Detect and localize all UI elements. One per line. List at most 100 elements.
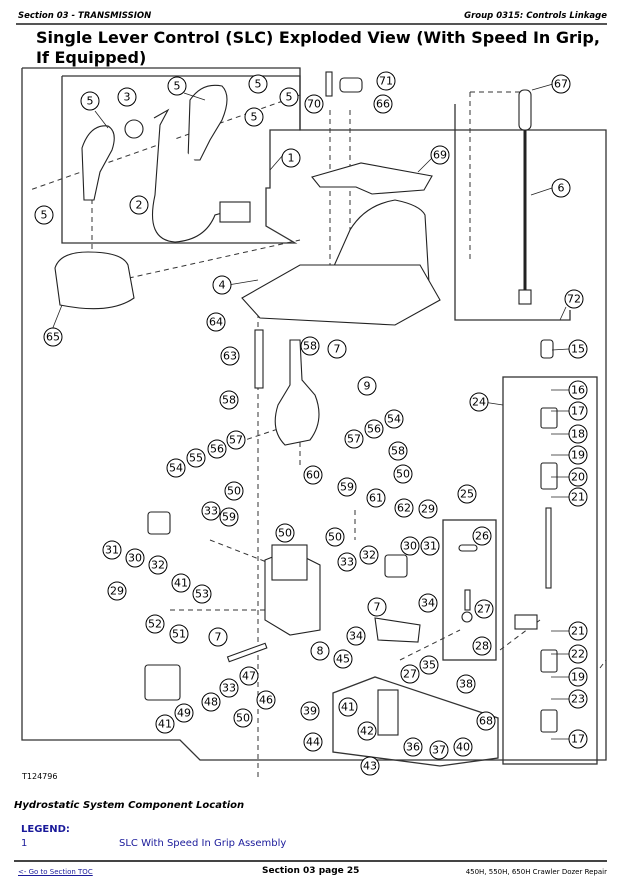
svg-text:40: 40: [456, 741, 470, 754]
callout-46: 46: [256, 690, 276, 710]
callout-16: 16: [568, 380, 588, 400]
svg-text:29: 29: [421, 503, 435, 516]
svg-text:64: 64: [209, 316, 223, 329]
callout-5: 5: [167, 76, 187, 96]
svg-text:50: 50: [278, 527, 292, 540]
svg-text:61: 61: [369, 492, 383, 505]
callout-70: 70: [304, 94, 324, 114]
svg-text:24: 24: [472, 396, 486, 409]
callout-5: 5: [244, 107, 264, 127]
callout-43: 43: [360, 756, 380, 776]
svg-text:2: 2: [136, 199, 143, 212]
svg-text:50: 50: [227, 485, 241, 498]
cable-box: [454, 104, 571, 321]
callout-58: 58: [300, 336, 320, 356]
callout-54: 54: [384, 409, 404, 429]
callout-20: 20: [568, 467, 588, 487]
svg-text:30: 30: [128, 552, 142, 565]
svg-text:52: 52: [148, 618, 162, 631]
callout-35: 35: [419, 655, 439, 675]
callout-9: 9: [357, 376, 377, 396]
svg-text:59: 59: [222, 511, 236, 524]
callout-39: 39: [300, 701, 320, 721]
svg-text:41: 41: [158, 718, 172, 731]
callout-19: 19: [568, 445, 588, 465]
button-part: [124, 119, 144, 139]
svg-text:21: 21: [571, 625, 585, 638]
svg-text:20: 20: [571, 471, 585, 484]
svg-text:9: 9: [364, 380, 371, 393]
grip-shell: [187, 84, 228, 161]
svg-text:54: 54: [387, 413, 401, 426]
callout-7: 7: [327, 339, 347, 359]
svg-text:17: 17: [571, 733, 585, 746]
callout-58: 58: [388, 441, 408, 461]
svg-text:67: 67: [554, 78, 568, 91]
svg-text:34: 34: [349, 630, 363, 643]
go-to-section-toc-link[interactable]: <- Go to Section TOC: [18, 868, 93, 876]
rod-63: [254, 329, 264, 389]
svg-text:50: 50: [236, 712, 250, 725]
group-header: Group 0315: Controls Linkage: [464, 11, 607, 21]
callout-1: 1: [281, 148, 301, 168]
svg-text:66: 66: [376, 98, 390, 111]
callout-41: 41: [338, 697, 358, 717]
callout-59: 59: [337, 477, 357, 497]
svg-text:7: 7: [334, 343, 341, 356]
svg-text:35: 35: [422, 659, 436, 672]
grip-handle: [81, 125, 115, 201]
callout-50: 50: [275, 523, 295, 543]
callout-25: 25: [457, 484, 477, 504]
callout-61: 61: [366, 488, 386, 508]
callout-62: 62: [394, 498, 414, 518]
rod-end-box: [442, 519, 497, 661]
callout-60: 60: [303, 465, 323, 485]
svg-text:41: 41: [341, 701, 355, 714]
callout-56: 56: [364, 419, 384, 439]
callout-56: 56: [207, 439, 227, 459]
callout-32: 32: [359, 545, 379, 565]
callout-15: 15: [568, 339, 588, 359]
callout-44: 44: [303, 732, 323, 752]
callout-55: 55: [186, 448, 206, 468]
svg-text:55: 55: [189, 452, 203, 465]
svg-text:69: 69: [433, 149, 447, 162]
svg-text:54: 54: [169, 462, 183, 475]
callout-42: 42: [357, 721, 377, 741]
callout-30: 30: [400, 536, 420, 556]
callout-21: 21: [568, 487, 588, 507]
callout-52: 52: [145, 614, 165, 634]
svg-text:42: 42: [360, 725, 374, 738]
svg-text:18: 18: [571, 428, 585, 441]
svg-text:5: 5: [286, 91, 293, 104]
svg-text:65: 65: [46, 331, 60, 344]
svg-text:27: 27: [477, 603, 491, 616]
callout-50: 50: [233, 708, 253, 728]
page-number: Section 03 page 25: [262, 866, 360, 876]
callout-72: 72: [564, 289, 584, 309]
lever: [274, 339, 320, 446]
callout-5: 5: [248, 74, 268, 94]
svg-text:59: 59: [340, 481, 354, 494]
callout-51: 51: [169, 624, 189, 644]
callout-30: 30: [125, 548, 145, 568]
footer-divider: [14, 860, 607, 862]
switch-30-right: [384, 554, 408, 578]
callout-59: 59: [219, 507, 239, 527]
legend-item-label: SLC With Speed In Grip Assembly: [119, 838, 287, 849]
svg-text:1: 1: [288, 152, 295, 165]
harness: [151, 108, 241, 243]
svg-text:43: 43: [363, 760, 377, 773]
callout-29: 29: [107, 581, 127, 601]
svg-text:71: 71: [379, 75, 393, 88]
callout-36: 36: [403, 737, 423, 757]
svg-text:7: 7: [215, 631, 222, 644]
svg-text:49: 49: [177, 707, 191, 720]
svg-text:45: 45: [336, 653, 350, 666]
callout-67: 67: [551, 74, 571, 94]
callout-45: 45: [333, 649, 353, 669]
callout-6: 6: [551, 178, 571, 198]
callout-50: 50: [393, 464, 413, 484]
svg-text:53: 53: [195, 588, 209, 601]
